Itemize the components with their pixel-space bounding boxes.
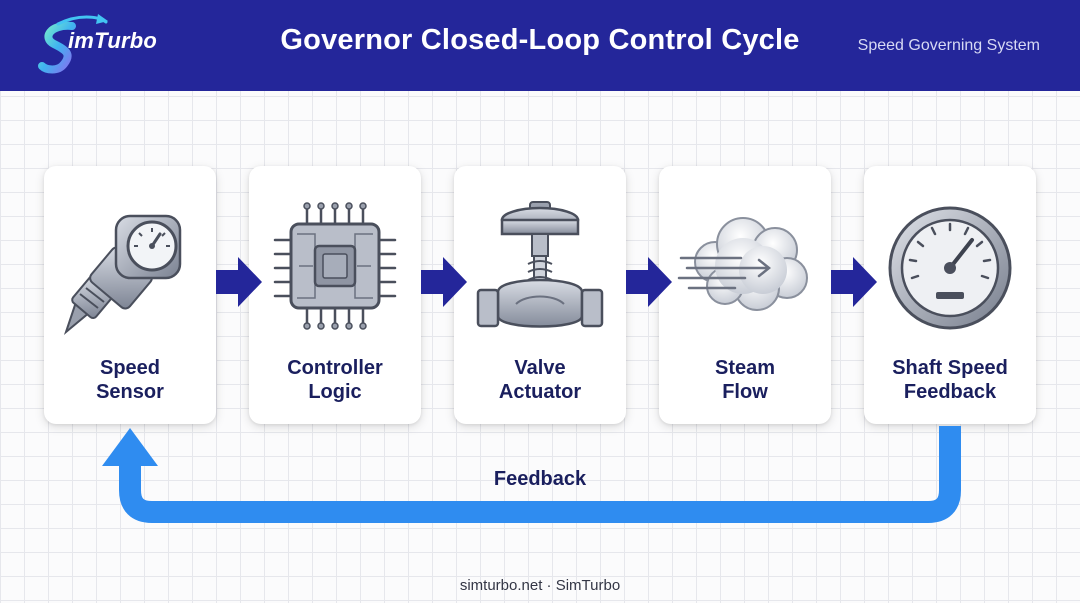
- microchip-icon: [273, 202, 397, 330]
- header-bar: imTurbo Governor Closed-Loop Control Cyc…: [0, 0, 1080, 91]
- flow-arrow-icon: [421, 257, 467, 307]
- feedback-label: Feedback: [493, 468, 587, 490]
- flow-arrow-icon: [216, 257, 262, 307]
- flow-arrow-icon: [831, 257, 877, 307]
- footer-credit: simturbo.net · SimTurbo: [459, 577, 621, 594]
- steam-cloud-icon: [677, 217, 808, 311]
- page-title: Governor Closed-Loop Control Cycle: [280, 24, 800, 56]
- logo-text: imTurbo: [68, 28, 157, 53]
- speed-sensor-icon: [63, 214, 182, 336]
- simturbo-logo-icon: [38, 14, 108, 74]
- page-subtitle: Speed Governing System: [857, 37, 1040, 54]
- feedback-loop-arrow: [102, 426, 961, 523]
- flow-arrow-icon: [626, 257, 672, 307]
- valve-icon: [476, 201, 604, 328]
- speed-gauge-icon: [888, 206, 1012, 330]
